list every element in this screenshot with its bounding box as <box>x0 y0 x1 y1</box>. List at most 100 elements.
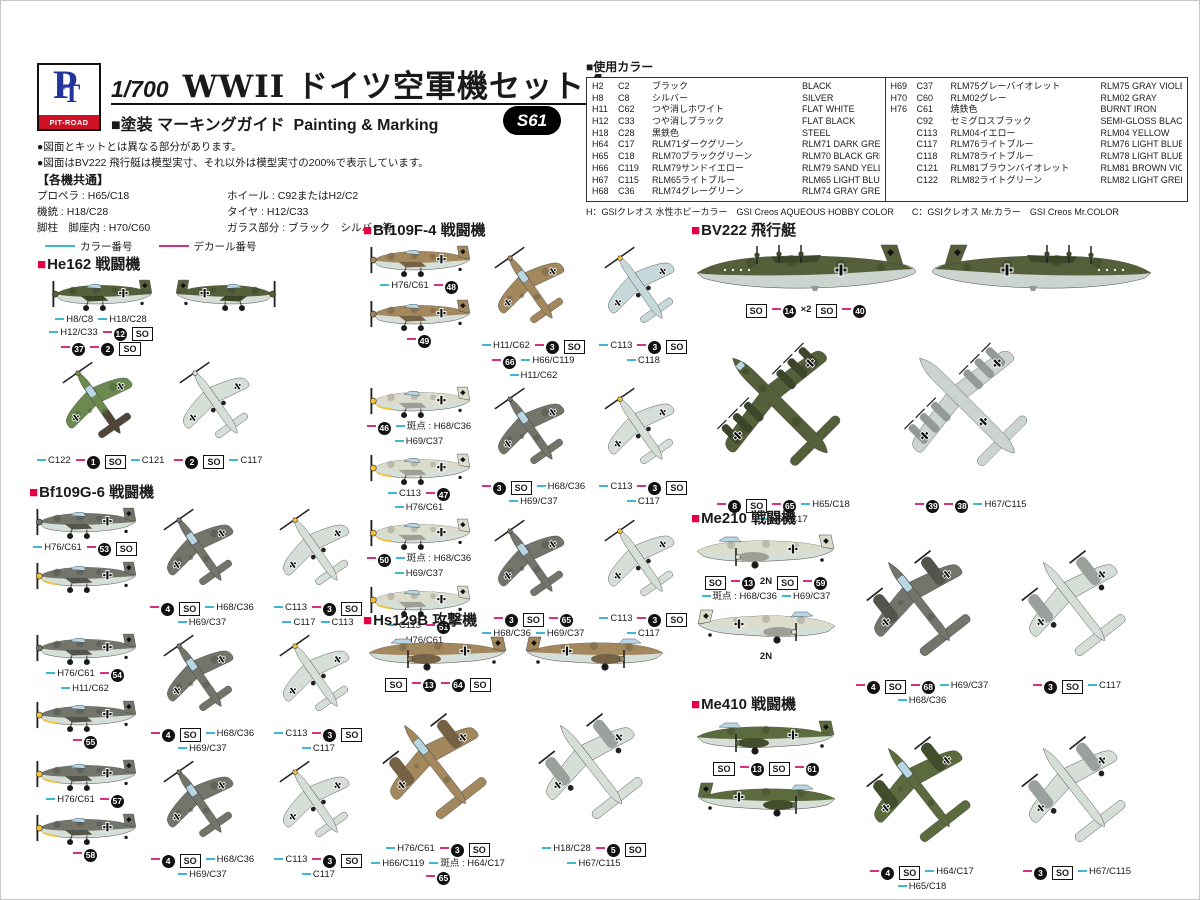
leader-line <box>939 684 949 686</box>
color-row-c-code: C62 <box>618 104 635 115</box>
decal-callout: 2 <box>174 455 199 469</box>
twin-engine-plan-view-art <box>538 712 643 819</box>
twin-engine-plan-view-art <box>1021 549 1126 656</box>
so-box: SO <box>179 728 201 743</box>
decal-number-badge: 2 <box>185 455 199 469</box>
decal-callout: 3 <box>1022 866 1047 880</box>
so-box: SO <box>1061 680 1083 695</box>
common-notes-title: 【各機共通】 <box>37 173 110 187</box>
leader-line <box>61 346 71 349</box>
color-row-name-jp: 黒鉄色 <box>652 127 680 138</box>
decal-callout: 59 <box>803 576 828 590</box>
color-row-name-en: RLM76 LIGHT BLUE <box>1100 139 1182 150</box>
decal-leader-sample <box>158 245 189 247</box>
decal-callout: 4 <box>150 728 175 742</box>
color-callout: C121 <box>130 455 164 469</box>
so-box: SO <box>522 613 544 628</box>
decal-callout: 14 <box>771 304 796 318</box>
color-row-name-jp: RLM79サンドイエロー <box>652 162 744 173</box>
leader-line <box>599 344 609 346</box>
leader-line <box>429 862 439 865</box>
section-title: ■Bf109G-6 戦闘機 <box>29 484 155 501</box>
decal-callout: 51 <box>426 620 450 634</box>
aircraft-view-side1: 49 <box>363 297 475 348</box>
so-box: SO <box>115 542 137 557</box>
color-row-h-code: H65 <box>592 151 609 162</box>
leader-line <box>433 284 443 286</box>
color-row-h-code: H2 <box>592 81 604 91</box>
aircraft-plan-view-art <box>179 361 250 439</box>
aircraft-side-view-art <box>36 507 137 540</box>
aircraft-side-view-art <box>370 585 471 617</box>
decal-number-badge: 4 <box>161 728 175 742</box>
color-row-h-code: H12 <box>592 116 609 127</box>
color-row-name-jp: RLM81ブラウンバイオレット <box>950 162 1070 173</box>
so-box: SO <box>666 613 688 628</box>
so-box: SO <box>899 866 921 881</box>
decal-number-badge: 8 <box>728 499 742 513</box>
so-box: SO <box>179 854 201 869</box>
marking-text: 2N <box>759 651 773 663</box>
color-row-name-en: RLM74 GRAY GREEN <box>802 186 880 197</box>
color-callout: H76/C61 <box>380 280 429 294</box>
leader-line <box>301 873 311 876</box>
common-note-item: ガラス部分 : ブラック シルバー等 <box>227 221 394 234</box>
color-row-name-en: RLM79 SAND YELLOW <box>802 162 880 173</box>
leader-line <box>99 672 109 675</box>
leader-line <box>1032 684 1042 686</box>
color-row-name-en: SILVER <box>802 92 834 103</box>
color-row-name-en: FLAT WHITE <box>802 104 855 115</box>
leader-line <box>717 503 727 506</box>
decal-callout: 68 <box>910 680 935 694</box>
leader-line <box>870 870 880 872</box>
color-callout: C117 <box>301 743 335 755</box>
color-callout: H69/C37 <box>394 568 443 580</box>
color-row-name-en: RLM70 BLACK GREEN <box>802 151 880 162</box>
color-callout: H64/C17 <box>759 514 808 526</box>
aircraft-plan-view-art <box>163 634 234 712</box>
color-callout: C117 <box>626 628 660 640</box>
color-callout: C117 <box>626 496 660 508</box>
note-line: ●図面はBV222 飛行艇は模型実寸、それ以外は模型実寸の200%で表示していま… <box>37 157 429 170</box>
leader-line <box>386 847 396 850</box>
color-callout: H11/C62 <box>481 340 530 354</box>
leader-line <box>509 373 519 376</box>
aircraft-side-view-art <box>697 782 836 817</box>
color-callout: H68/C36 <box>205 854 254 868</box>
aircraft-side-view-art <box>52 279 153 312</box>
color-row-h-code <box>891 139 917 151</box>
decal-callout: 40 <box>842 304 867 318</box>
leader-line <box>481 344 491 346</box>
aircraft-side-view-art <box>36 633 137 666</box>
subtitle: ■塗装 マーキングガイド Painting & Marking <box>111 111 438 135</box>
leader-line <box>781 595 791 598</box>
color-leader-sample <box>45 245 75 247</box>
color-row-c-code: C28 <box>618 127 635 138</box>
decal-callout: 3 <box>637 340 662 354</box>
decal-callout: 58 <box>73 848 97 862</box>
color-callout: C113 <box>274 854 307 868</box>
color-row-h-code: H68 <box>592 186 609 197</box>
decal-number-badge: 58 <box>84 848 97 862</box>
note-callout: 斑点 : H68/C36 <box>701 591 777 603</box>
twin-engine-plan-view-art <box>382 712 487 819</box>
color-callout: H69/C37 <box>509 496 558 508</box>
decal-number-badge: 64 <box>451 678 465 692</box>
section-marker: ■ <box>691 222 701 239</box>
